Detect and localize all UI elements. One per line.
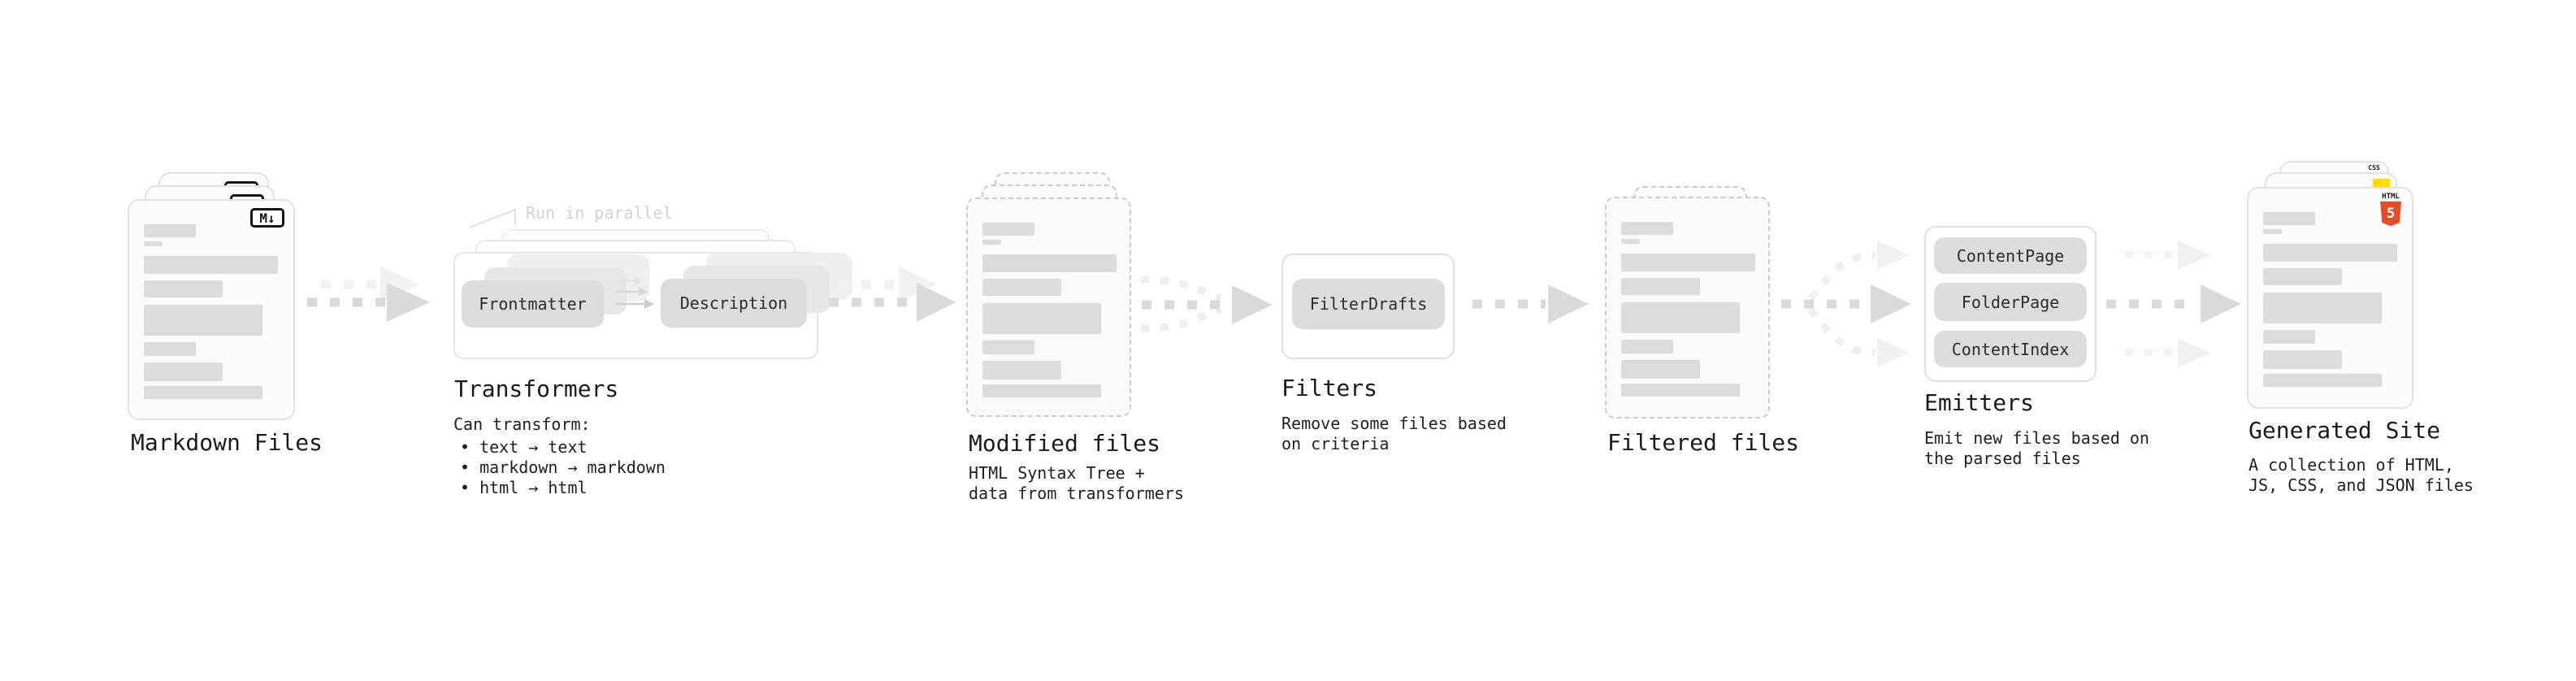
html-doc-front: HTML 5 [2247, 187, 2413, 409]
filters-label: Filters [1281, 375, 1378, 401]
filters-desc: on criteria [1281, 434, 1390, 453]
emitters-desc: Emit new files based on [1924, 428, 2149, 448]
doc-content-bar [144, 280, 223, 297]
doc-content-bar [144, 256, 278, 274]
doc-content-bar [144, 362, 223, 381]
transformers-desc-title: Can transform: [453, 414, 591, 434]
folderpage-pill: FolderPage [1934, 283, 2087, 321]
frontmatter-pill: Frontmatter [462, 280, 604, 327]
emitters-label: Emitters [1924, 389, 2034, 416]
doc-content-bar [144, 241, 163, 246]
doc-content-bar [1621, 360, 1700, 379]
arrow-emitters-to-generated [2106, 241, 2241, 367]
doc-content-bar [982, 223, 1034, 236]
modified-doc-front [966, 197, 1131, 417]
modified-files-label: Modified files [969, 430, 1161, 457]
doc-content-bar [1621, 302, 1740, 333]
html5-icon-shield: 5 [2380, 202, 2401, 226]
html5-icon-label: HTML [2382, 193, 2400, 201]
markdown-icon: M↓ [250, 208, 284, 228]
generated-site-desc: JS, CSS, and JSON files [2249, 475, 2474, 495]
filterdrafts-pill: FilterDrafts [1292, 279, 1445, 329]
doc-content-bar [1621, 384, 1740, 397]
doc-content-bar [144, 386, 262, 399]
markdown-files-label: Markdown Files [131, 429, 323, 456]
transformers-bullet: • text → text [460, 437, 588, 457]
doc-content-bar [144, 305, 262, 336]
doc-content-bar [982, 254, 1117, 272]
filtered-files-label: Filtered files [1607, 429, 1800, 456]
css-icon-text: CSS [2368, 164, 2380, 171]
markdown-doc-front: M↓ [128, 199, 295, 420]
doc-content-bar [982, 361, 1061, 380]
contentpage-pill: ContentPage [1934, 237, 2087, 274]
doc-content-bar [982, 279, 1061, 296]
arrow-markdown-to-transformers [307, 266, 430, 322]
transformers-label: Transformers [454, 375, 619, 402]
doc-content-bar [982, 303, 1101, 334]
description-pill: Description [661, 279, 807, 327]
arrow-modified-to-filters [1140, 275, 1273, 332]
html5-icon: HTML 5 [2380, 193, 2401, 226]
run-in-parallel-annotation: Run in parallel [526, 203, 673, 223]
doc-content-bar [982, 340, 1034, 354]
doc-content-bar [1621, 222, 1673, 235]
doc-content-bar [144, 342, 196, 356]
transformers-bullet: • html → html [460, 478, 588, 497]
arrow-filters-to-filtered [1472, 284, 1589, 323]
doc-content-bar [1621, 340, 1673, 354]
modified-files-desc: data from transformers [969, 484, 1184, 503]
doc-content-bar [2263, 374, 2382, 387]
doc-content-bar [2263, 330, 2315, 344]
doc-content-bar [2263, 244, 2397, 262]
modified-files-desc: HTML Syntax Tree + [969, 463, 1145, 483]
doc-content-bar [2263, 229, 2282, 234]
doc-content-bar [1621, 254, 1755, 271]
doc-content-bar [982, 384, 1101, 397]
filters-desc: Remove some files based [1281, 414, 1507, 433]
filtered-doc-front [1605, 197, 1770, 419]
annotation-leader-line [469, 208, 516, 228]
doc-content-bar [2263, 350, 2342, 369]
arrow-filtered-to-emitters [1781, 241, 1911, 367]
doc-content-bar [144, 224, 196, 237]
doc-content-bar [982, 240, 1001, 245]
generated-site-desc: A collection of HTML, [2249, 455, 2454, 475]
javascript-icon [2373, 179, 2390, 189]
doc-content-bar [2263, 293, 2382, 323]
doc-content-bar [1621, 278, 1700, 295]
generated-site-label: Generated Site [2249, 417, 2441, 444]
emitters-desc: the parsed files [1924, 449, 2081, 468]
contentindex-pill: ContentIndex [1934, 331, 2087, 367]
doc-content-bar [2263, 268, 2342, 285]
transformers-bullet: • markdown → markdown [460, 458, 666, 477]
doc-content-bar [2263, 212, 2315, 225]
doc-content-bar [1621, 239, 1640, 244]
